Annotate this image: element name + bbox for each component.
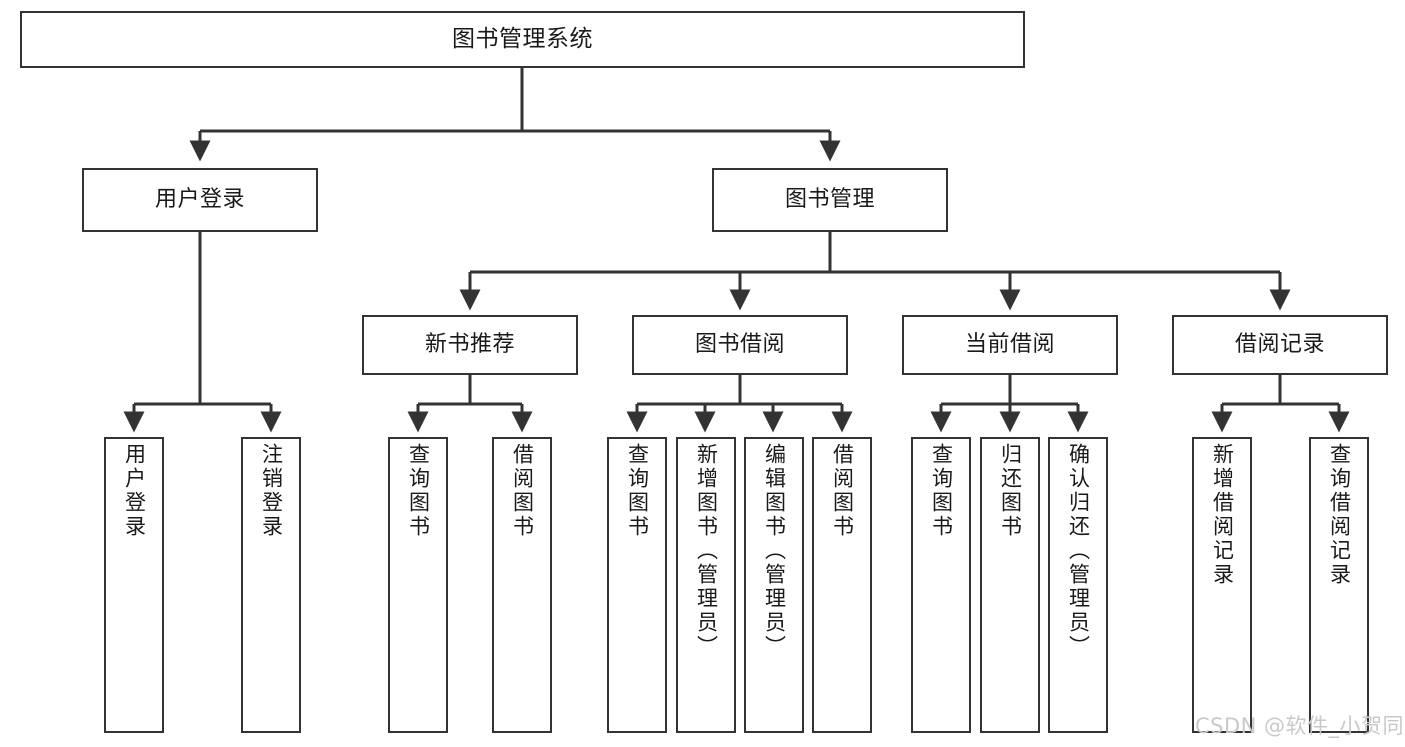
leaf-query-book-recommend[interactable]: 查询图书 bbox=[388, 437, 448, 733]
leaf-logout-label: 注销登录 bbox=[259, 443, 284, 539]
node-borrow-record-label: 借阅记录 bbox=[1234, 332, 1325, 358]
leaf-query-book-current-label: 查询图书 bbox=[929, 443, 954, 539]
leaf-query-book-recommend-label: 查询图书 bbox=[406, 443, 431, 539]
leaf-borrow-book-recommend[interactable]: 借阅图书 bbox=[492, 437, 552, 733]
leaf-query-book[interactable]: 查询图书 bbox=[607, 437, 667, 733]
node-book-borrow-label: 图书借阅 bbox=[694, 332, 785, 358]
node-borrow-record[interactable]: 借阅记录 bbox=[1172, 315, 1388, 375]
leaf-confirm-return-admin-label: 确认归还（管理员） bbox=[1066, 443, 1091, 659]
leaf-user-login-label: 用户登录 bbox=[122, 443, 147, 539]
leaf-return-book-label: 归还图书 bbox=[998, 443, 1023, 539]
leaf-edit-book-admin[interactable]: 编辑图书（管理员） bbox=[744, 437, 804, 733]
leaf-add-borrow-record-label: 新增借阅记录 bbox=[1210, 443, 1235, 587]
node-current-borrow-label: 当前借阅 bbox=[964, 332, 1055, 358]
node-book-borrow[interactable]: 图书借阅 bbox=[632, 315, 848, 375]
leaf-return-book[interactable]: 归还图书 bbox=[980, 437, 1040, 733]
node-book-management[interactable]: 图书管理 bbox=[712, 168, 948, 232]
leaf-query-borrow-record[interactable]: 查询借阅记录 bbox=[1309, 437, 1369, 733]
leaf-edit-book-admin-label: 编辑图书（管理员） bbox=[762, 443, 787, 659]
node-new-book-recommend[interactable]: 新书推荐 bbox=[362, 315, 578, 375]
leaf-borrow-book[interactable]: 借阅图书 bbox=[812, 437, 872, 733]
leaf-logout[interactable]: 注销登录 bbox=[241, 437, 301, 733]
leaf-add-book-admin-label: 新增图书（管理员） bbox=[694, 443, 719, 659]
watermark: CSDN @软件_小贺同学 bbox=[1195, 714, 1405, 738]
node-current-borrow[interactable]: 当前借阅 bbox=[902, 315, 1118, 375]
node-root[interactable]: 图书管理系统 bbox=[20, 11, 1025, 68]
leaf-add-borrow-record[interactable]: 新增借阅记录 bbox=[1192, 437, 1252, 733]
node-book-management-label: 图书管理 bbox=[784, 187, 875, 213]
leaf-user-login[interactable]: 用户登录 bbox=[104, 437, 164, 733]
node-new-book-recommend-label: 新书推荐 bbox=[424, 332, 515, 358]
leaf-borrow-book-recommend-label: 借阅图书 bbox=[510, 443, 535, 539]
node-user-login[interactable]: 用户登录 bbox=[82, 168, 318, 232]
leaf-query-borrow-record-label: 查询借阅记录 bbox=[1327, 443, 1352, 587]
node-root-label: 图书管理系统 bbox=[452, 25, 593, 52]
leaf-query-book-current[interactable]: 查询图书 bbox=[911, 437, 971, 733]
leaf-confirm-return-admin[interactable]: 确认归还（管理员） bbox=[1048, 437, 1108, 733]
leaf-borrow-book-label: 借阅图书 bbox=[830, 443, 855, 539]
leaf-query-book-label: 查询图书 bbox=[625, 443, 650, 539]
leaf-add-book-admin[interactable]: 新增图书（管理员） bbox=[676, 437, 736, 733]
node-user-login-label: 用户登录 bbox=[154, 187, 245, 213]
